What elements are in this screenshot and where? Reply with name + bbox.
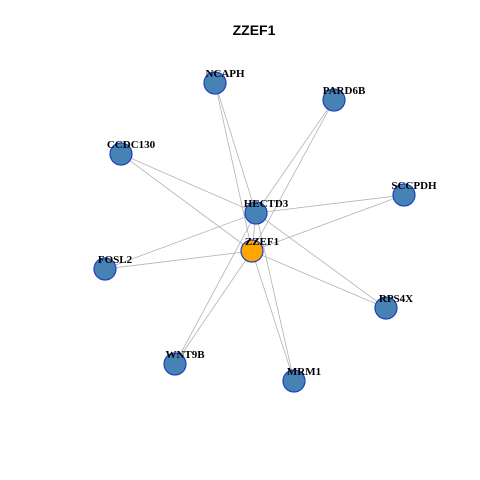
edge-zzef1-fosl2 xyxy=(104,250,253,270)
edge-hectd3-fosl2 xyxy=(104,212,257,270)
edge-zzef1-sccpdh xyxy=(251,194,405,252)
node-label-ccdc130: CCDC130 xyxy=(107,139,156,151)
node-label-pard6b: PARD6B xyxy=(323,85,366,97)
node-label-mrm1: MRM1 xyxy=(287,366,321,378)
node-label-sccpdh: SCCPDH xyxy=(391,180,437,192)
edge-hectd3-rps4x xyxy=(255,212,387,309)
node-label-zzef1: ZZEF1 xyxy=(245,236,279,248)
edge-layer xyxy=(104,82,405,382)
node-label-wnt9b: WNT9B xyxy=(165,349,205,361)
node-mrm1 xyxy=(282,369,306,393)
node-label-rps4x: RPS4X xyxy=(379,293,413,305)
node-label-fosl2: FOSL2 xyxy=(98,254,133,266)
node-fosl2 xyxy=(93,257,117,281)
edge-hectd3-ccdc130 xyxy=(120,153,257,214)
edge-zzef1-mrm1 xyxy=(251,250,295,382)
edge-zzef1-rps4x xyxy=(251,250,387,309)
edge-hectd3-ncaph xyxy=(214,82,257,214)
node-pard6b xyxy=(322,88,346,112)
node-label-ncaph: NCAPH xyxy=(205,68,245,80)
node-label-hectd3: HECTD3 xyxy=(244,198,289,210)
node-hectd3 xyxy=(244,201,268,225)
edge-hectd3-sccpdh xyxy=(255,194,405,214)
node-zzef1 xyxy=(240,239,264,263)
edge-hectd3-wnt9b xyxy=(174,212,257,365)
edge-zzef1-wnt9b xyxy=(174,250,253,365)
edge-hectd3-pard6b xyxy=(255,99,335,214)
graph-title: ZZEF1 xyxy=(233,22,276,38)
node-ccdc130 xyxy=(109,142,133,166)
node-wnt9b xyxy=(163,352,187,376)
node-layer xyxy=(93,71,416,393)
edge-zzef1-ccdc130 xyxy=(120,153,253,252)
node-rps4x xyxy=(374,296,398,320)
edge-zzef1-pard6b xyxy=(251,99,335,252)
edge-hectd3-mrm1 xyxy=(255,212,295,382)
node-sccpdh xyxy=(392,183,416,207)
node-ncaph xyxy=(203,71,227,95)
edge-zzef1-ncaph xyxy=(214,82,253,252)
